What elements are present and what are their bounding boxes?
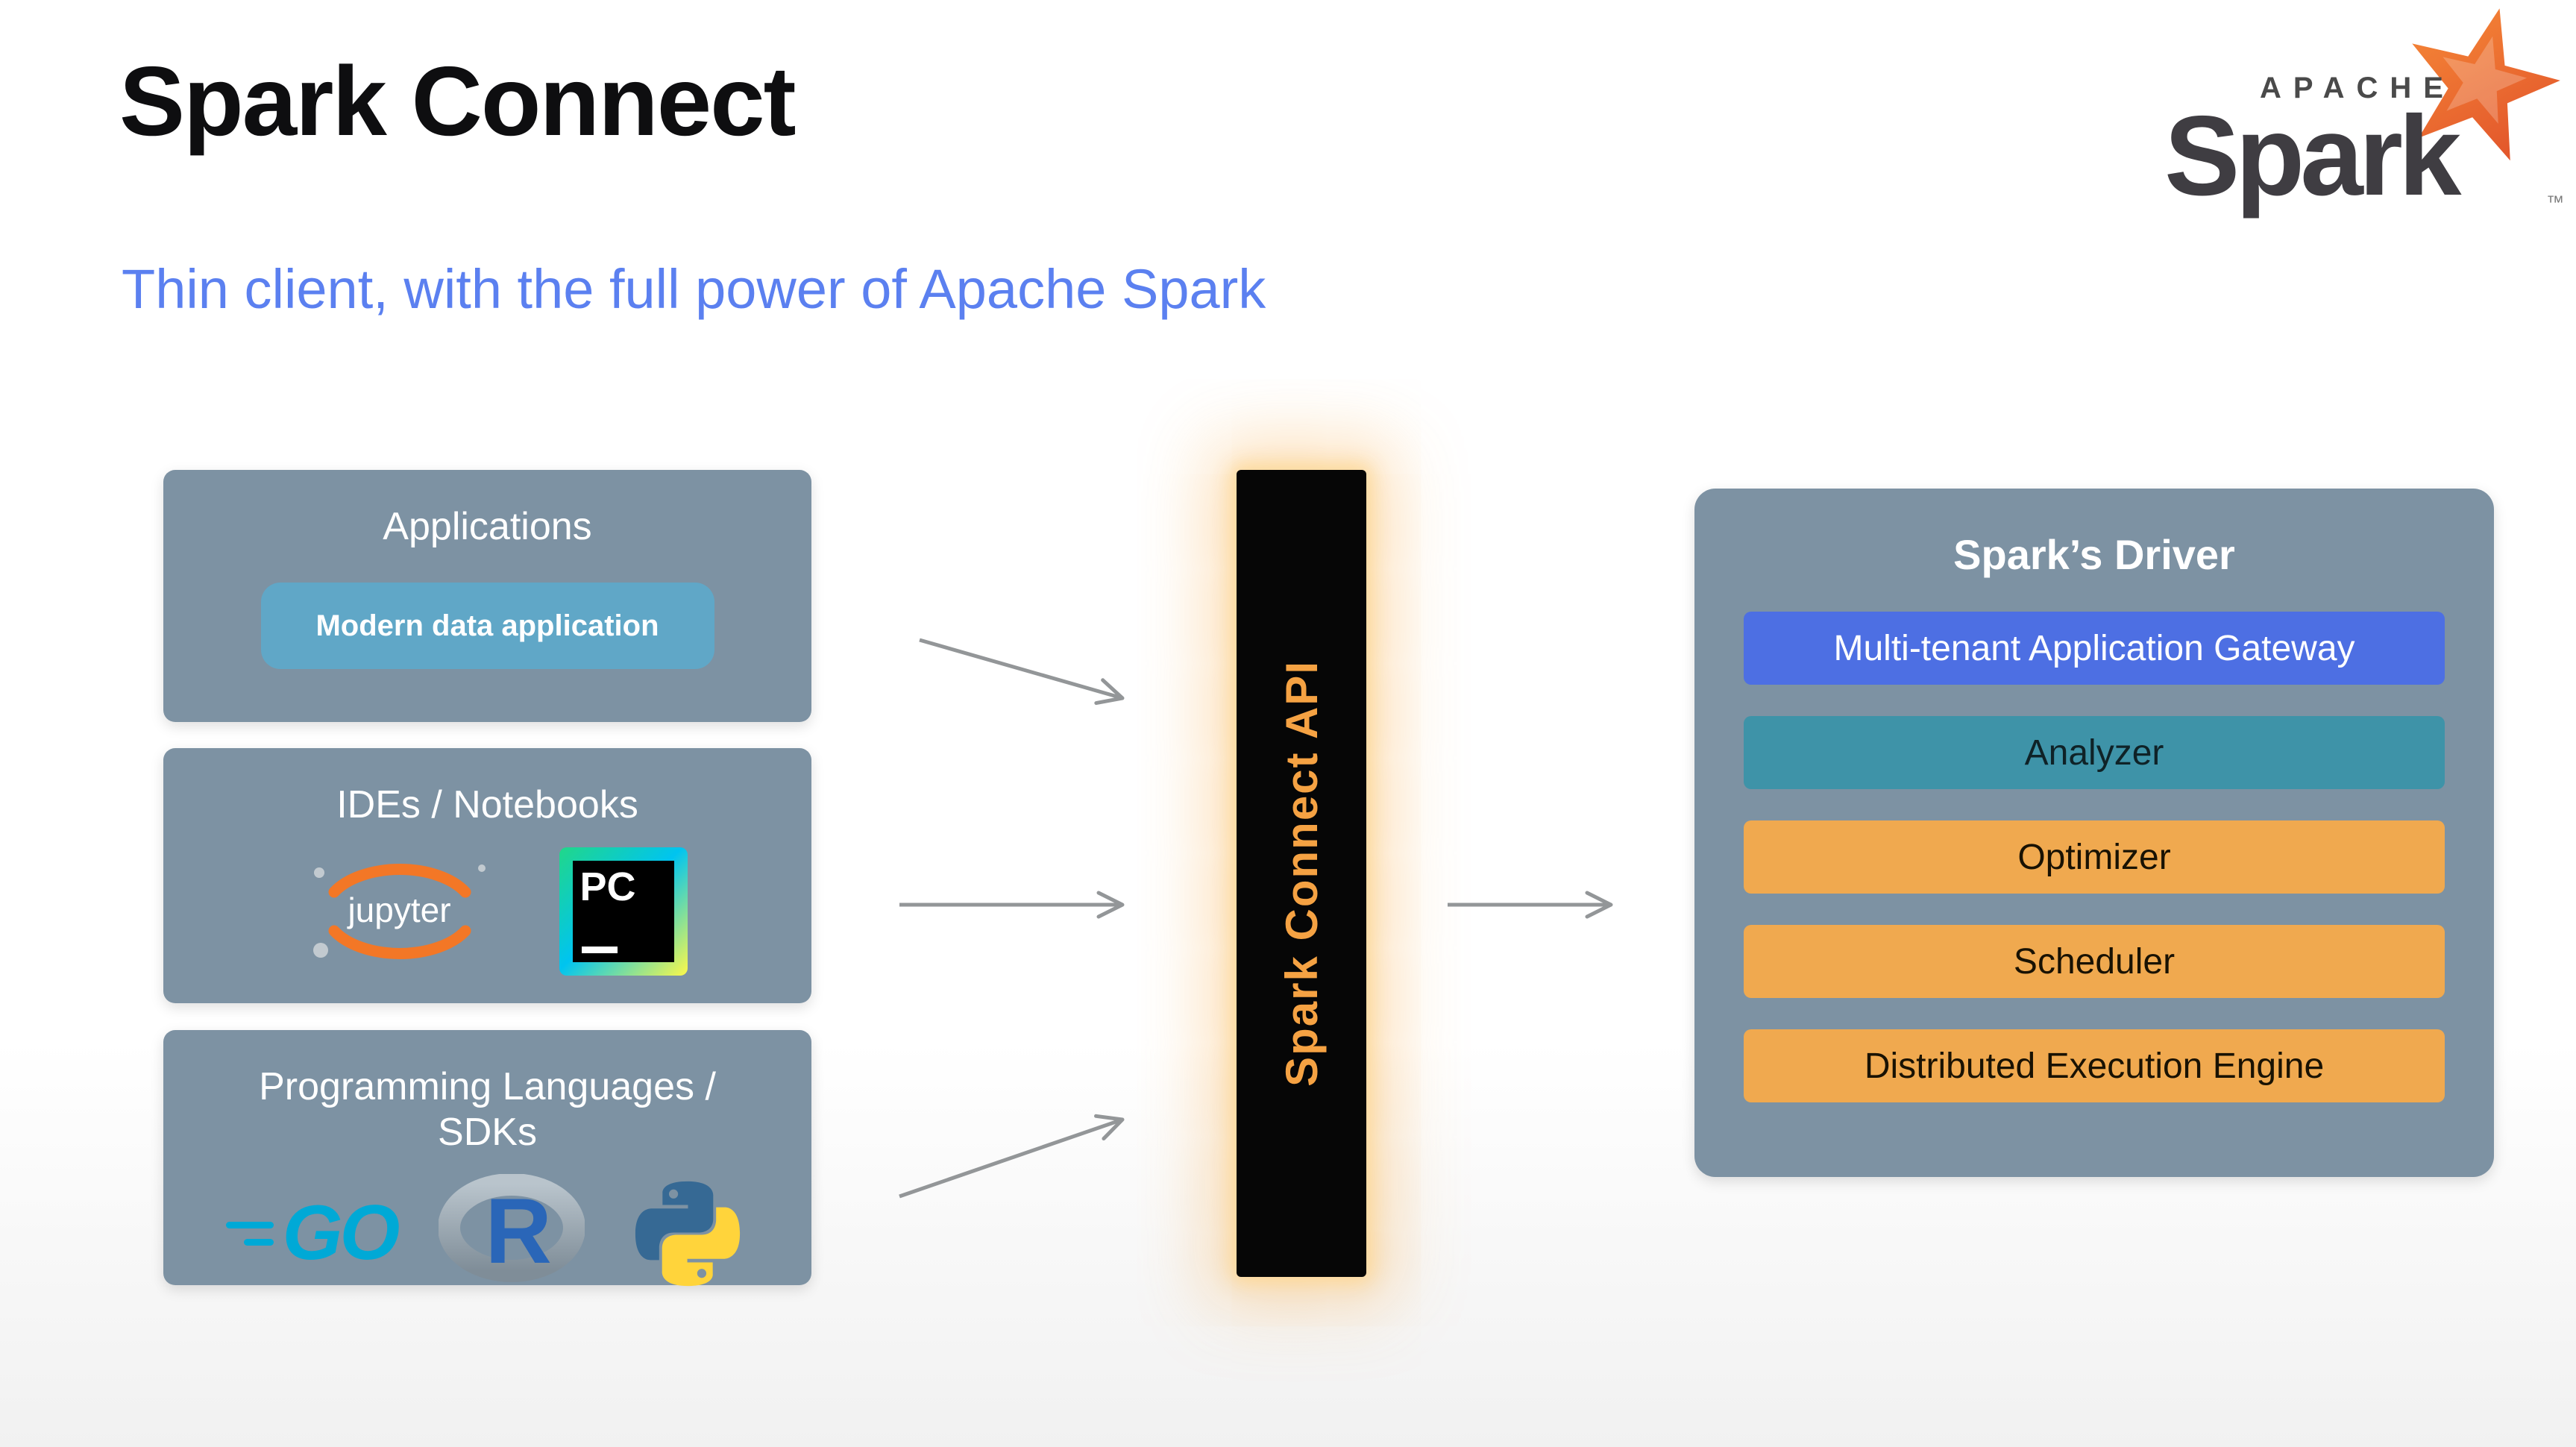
spark-driver-panel: Spark’s Driver Multi-tenant Application … xyxy=(1694,489,2494,1177)
python-icon xyxy=(635,1181,741,1286)
go-icon: GO xyxy=(225,1189,400,1278)
arrow-languages-to-api xyxy=(899,1114,1125,1199)
page-title: Spark Connect xyxy=(119,46,797,156)
languages-panel-title: Programming Languages / SDKs xyxy=(259,1065,716,1155)
pycharm-label: PC xyxy=(579,864,636,910)
r-ring xyxy=(438,1173,586,1282)
r-label: R xyxy=(485,1179,552,1283)
language-icons-row: GO R xyxy=(163,1173,811,1295)
jupyter-icon: jupyter xyxy=(288,838,512,985)
modern-data-application-pill: Modern data application xyxy=(260,583,714,670)
driver-row-execution-engine: Distributed Execution Engine xyxy=(1744,1029,2445,1102)
go-label: GO xyxy=(282,1190,400,1277)
trademark-symbol: ™ xyxy=(2546,192,2564,213)
driver-row-gateway: Multi-tenant Application Gateway xyxy=(1744,612,2445,685)
driver-panel-title: Spark’s Driver xyxy=(1953,531,2235,578)
spark-wordmark: Spark xyxy=(2164,92,2461,219)
arrow-applications-to-api xyxy=(919,638,1125,706)
go-speed-lines xyxy=(225,1221,274,1246)
applications-panel: Applications Modern data application xyxy=(163,470,811,722)
jupyter-label: jupyter xyxy=(348,891,451,930)
languages-sdks-panel: Programming Languages / SDKs GO R xyxy=(163,1030,811,1286)
driver-rows: Multi-tenant Application Gateway Analyze… xyxy=(1694,612,2494,1102)
pycharm-underscore xyxy=(581,947,618,954)
ide-icons-row: jupyter PC xyxy=(163,838,811,985)
slide-subtitle: Thin client, with the full power of Apac… xyxy=(122,258,1266,320)
jupyter-arcs xyxy=(312,864,486,960)
r-icon: R xyxy=(438,1173,586,1293)
spark-connect-api-label: Spark Connect API xyxy=(1276,660,1327,1087)
pycharm-inner-square xyxy=(572,861,674,963)
driver-row-analyzer: Analyzer xyxy=(1744,716,2445,789)
apache-label: APACHE xyxy=(2260,72,2455,104)
ides-notebooks-panel: IDEs / Notebooks jupyter PC xyxy=(163,748,811,1003)
pycharm-icon: PC xyxy=(559,847,688,976)
ides-panel-title: IDEs / Notebooks xyxy=(336,783,638,826)
driver-row-optimizer: Optimizer xyxy=(1744,820,2445,894)
driver-row-scheduler: Scheduler xyxy=(1744,925,2445,998)
spark-star-icon xyxy=(2412,8,2560,161)
applications-panel-title: Applications xyxy=(383,505,592,548)
apache-spark-logo: APACHE Spark ™ xyxy=(2148,8,2566,234)
spark-connect-api-bar: Spark Connect API xyxy=(1237,470,1366,1277)
